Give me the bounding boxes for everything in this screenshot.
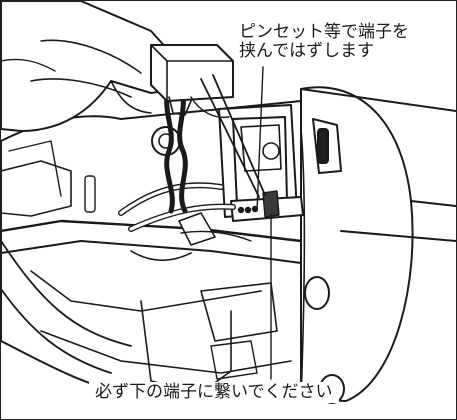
callout-top-line2: 挟んではずします [239,41,375,62]
callout-top-line1: ピンセット等で端子を [239,22,409,42]
housing-head [296,86,456,404]
leader-lines [256,66,272,380]
callout-connect-lower-terminal: 必ず下の端子に繋いでください [89,382,339,404]
callout-remove-terminal: ピンセット等で端子を 挟んではずします [235,22,412,63]
plug-cap [150,44,234,116]
lower-strap [1,240,132,374]
connector-block [218,104,304,222]
tweezers-illustration [190,74,266,198]
wire-harness [118,84,252,246]
